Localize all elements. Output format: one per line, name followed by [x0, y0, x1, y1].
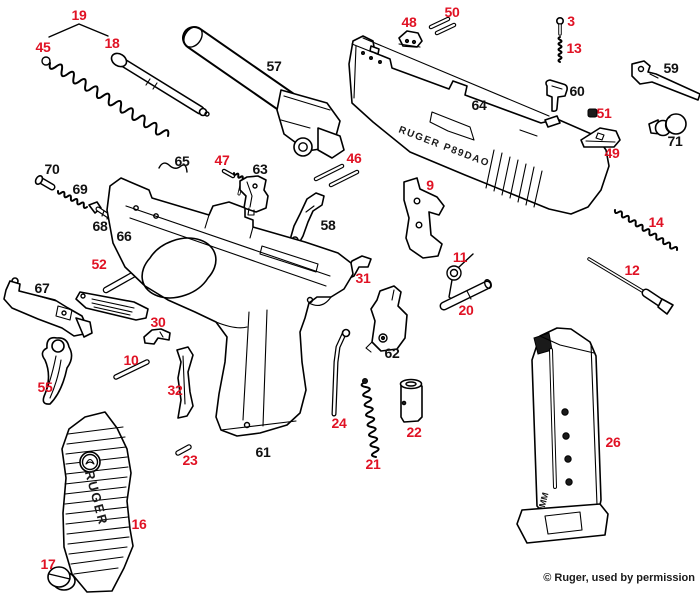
part-label-61: 61	[256, 444, 271, 460]
part-label-51: 51	[597, 105, 612, 121]
part-62-hammer	[365, 285, 408, 353]
part-label-32: 32	[168, 382, 183, 398]
part-16-grip-panel: RUGER	[61, 411, 134, 593]
part-label-64: 64	[472, 97, 487, 113]
part-label-69: 69	[73, 181, 88, 197]
part-26-magazine: 9MM	[516, 327, 609, 544]
part-30-cam	[143, 328, 171, 345]
part-46-pins	[313, 163, 360, 188]
part-label-16: 16	[132, 516, 147, 532]
part-label-65: 65	[175, 153, 190, 169]
part-label-63: 63	[253, 161, 268, 177]
part-57-barrel	[182, 26, 345, 159]
part-13-spring	[557, 36, 563, 63]
part-label-47: 47	[215, 152, 230, 168]
part-59-lever	[631, 60, 700, 101]
part-32-backstrap	[176, 346, 194, 419]
part-label-18: 18	[105, 35, 120, 51]
part-label-3: 3	[567, 13, 575, 29]
part-9-sear-plate	[403, 177, 445, 259]
part-label-71: 71	[668, 133, 683, 149]
part-18-recoil-spring-guide	[110, 52, 210, 117]
part-63-sear-bracket	[239, 175, 269, 216]
part-label-49: 49	[605, 145, 620, 161]
part-label-20: 20	[459, 302, 474, 318]
part-label-24: 24	[332, 415, 347, 431]
part-51-plug	[587, 108, 598, 118]
part-label-17: 17	[41, 556, 56, 572]
part-label-21: 21	[366, 456, 381, 472]
part-14-firing-pin-spring	[613, 209, 679, 251]
part-label-62: 62	[385, 345, 400, 361]
part-label-22: 22	[407, 424, 422, 440]
part-label-46: 46	[347, 150, 362, 166]
part-label-68: 68	[93, 218, 108, 234]
part-50-pins	[428, 16, 457, 36]
part-label-66: 66	[117, 228, 132, 244]
part-22-spring-seat	[399, 378, 423, 423]
part-label-30: 30	[151, 314, 166, 330]
part-48-front-sight	[398, 30, 423, 48]
copyright-credit: © Ruger, used by permission	[543, 572, 695, 584]
part-70-screw	[34, 175, 56, 191]
part-49-rear-sight	[580, 127, 621, 148]
part-17-grip-screw	[47, 566, 76, 591]
part-label-14: 14	[649, 214, 664, 230]
part-3-plunger	[555, 16, 564, 36]
part-61-frame	[106, 177, 354, 437]
part-label-52: 52	[92, 256, 107, 272]
part-label-45: 45	[36, 39, 51, 55]
part-label-48: 48	[402, 14, 417, 30]
part-label-70: 70	[45, 161, 60, 177]
part-19-recoil-assembly-bracket	[48, 23, 109, 38]
part-label-58: 58	[321, 217, 336, 233]
part-label-67: 67	[35, 280, 50, 296]
part-60-lock-key	[545, 79, 568, 112]
part-23-pin	[175, 444, 192, 456]
part-65-wire-spring	[158, 162, 188, 173]
part-10-pin	[113, 359, 150, 380]
part-11-torsion-spring	[446, 253, 474, 303]
part-67-trigger-bar	[3, 277, 93, 338]
part-label-57: 57	[267, 58, 282, 74]
part-label-11: 11	[453, 249, 468, 265]
part-labels: 19 45 18 57 48 50 3 13 64 59 60 51 49 71…	[35, 4, 684, 572]
part-69-spring	[56, 190, 88, 209]
part-label-9: 9	[426, 177, 434, 193]
part-71-bushing	[648, 113, 687, 137]
part-24-hammer-strut	[331, 328, 351, 417]
part-55-trigger	[41, 336, 73, 405]
part-label-19: 19	[72, 7, 87, 23]
part-label-12: 12	[625, 262, 640, 278]
part-label-26: 26	[606, 434, 621, 450]
part-label-59: 59	[664, 60, 679, 76]
part-label-31: 31	[356, 270, 371, 286]
part-21-hammer-spring	[360, 378, 380, 458]
part-45-recoil-spring	[41, 56, 170, 137]
part-label-13: 13	[567, 40, 582, 56]
part-label-60: 60	[570, 83, 585, 99]
part-20-pin-shaft	[439, 279, 493, 311]
part-label-23: 23	[183, 452, 198, 468]
part-label-55: 55	[38, 379, 53, 395]
part-label-10: 10	[124, 352, 139, 368]
part-label-50: 50	[445, 4, 460, 20]
part-12-firing-pin	[587, 257, 674, 315]
